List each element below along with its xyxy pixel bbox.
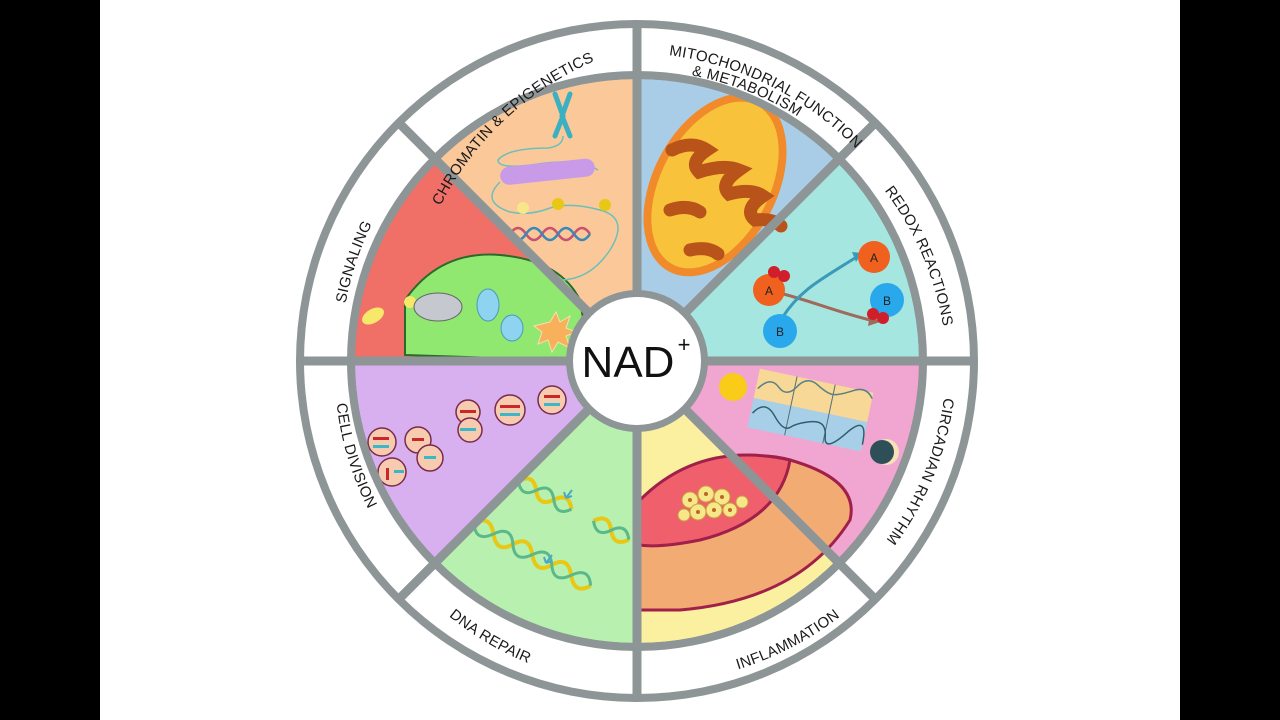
center-superscript: + (678, 332, 691, 357)
dividing-cells-icon (367, 385, 567, 487)
segment-redox (637, 161, 919, 361)
sun-moon-waveform-icon (719, 368, 899, 465)
molecule-b-label: B (776, 325, 784, 339)
molecule-b2-label: B (883, 294, 891, 308)
signaling-cascade-icon (362, 253, 592, 363)
segment-dna-repair (437, 361, 637, 643)
center-circle (573, 297, 701, 425)
dna-helix-icon (472, 476, 631, 591)
chromosome-icon (491, 91, 619, 281)
redox-molecules-icon: A B A B (753, 241, 904, 348)
molecule-a-label: A (765, 284, 773, 298)
center-label: NAD (582, 338, 675, 387)
segment-chromatin (437, 79, 637, 361)
molecule-a2-label: A (870, 251, 878, 265)
mitochondrion-icon (643, 93, 788, 277)
segment-cell-division (355, 361, 637, 561)
